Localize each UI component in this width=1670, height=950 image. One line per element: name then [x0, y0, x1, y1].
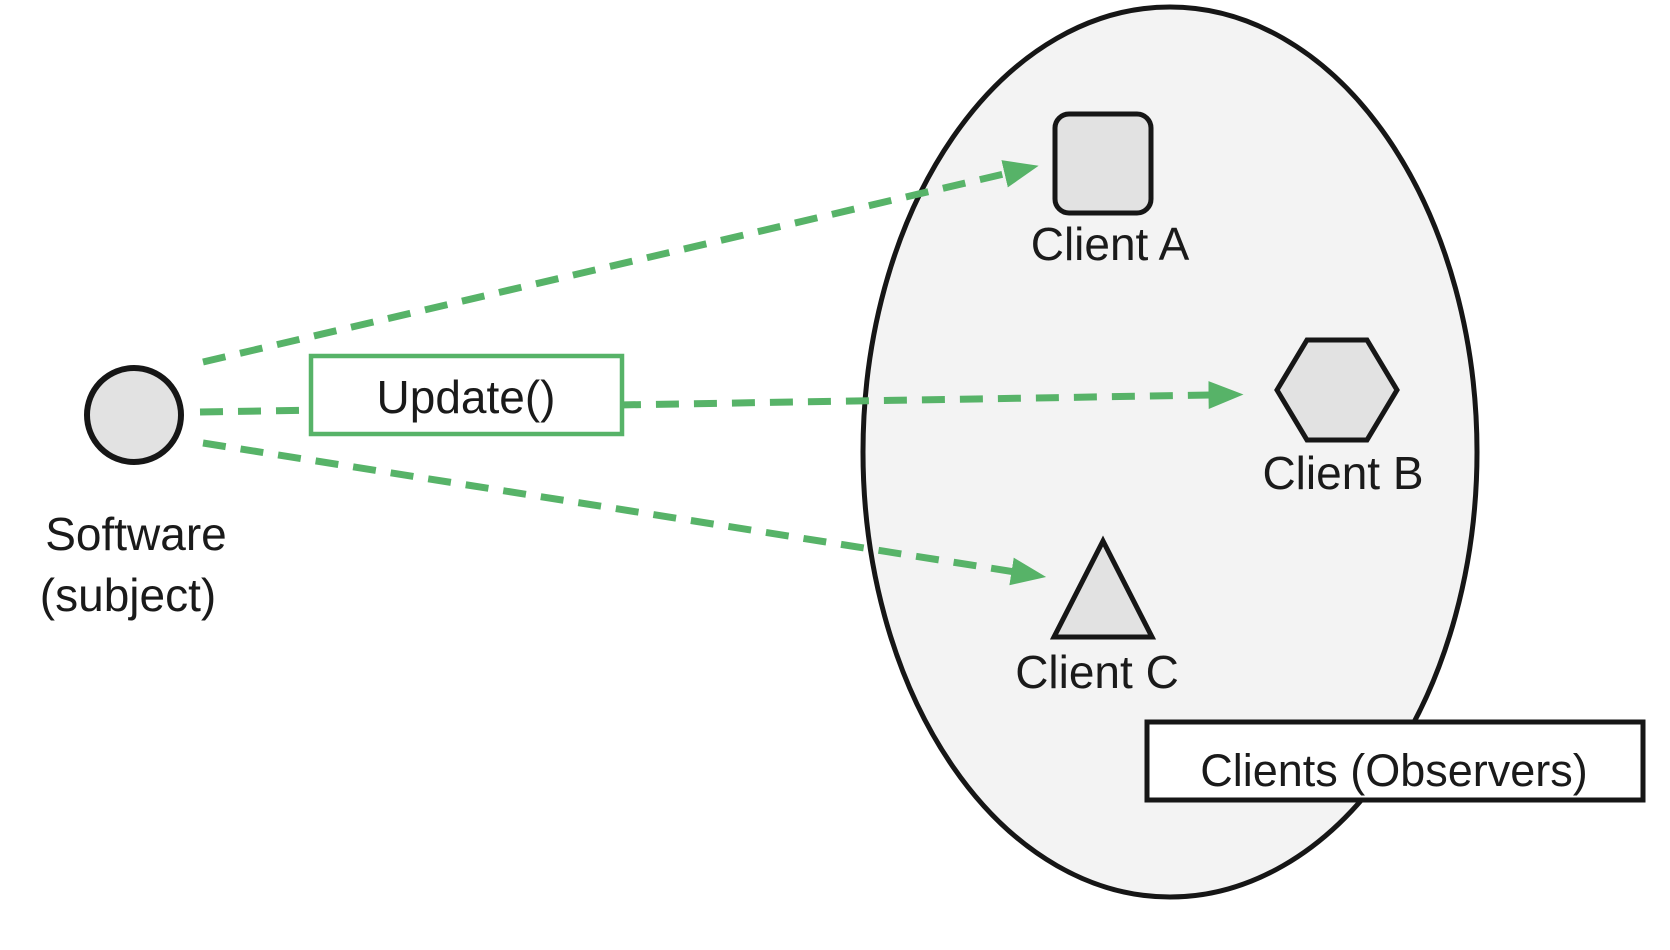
arrow-to-client-a — [202, 160, 1039, 366]
observers-group-box — [1144, 719, 1646, 803]
arrow-to-client-c — [202, 439, 1047, 586]
subject-label-line2: (subject) — [40, 569, 216, 621]
client-a-square-icon — [1052, 111, 1154, 216]
client-a-label: Client A — [1031, 218, 1190, 270]
subject-label-line1: Software — [45, 508, 227, 560]
observers-ellipse — [860, 4, 1480, 900]
subject-circle-icon — [84, 365, 184, 465]
update-label: Update() — [377, 371, 556, 423]
client-c-label: Client C — [1015, 646, 1179, 698]
client-b-hexagon-icon — [1274, 337, 1400, 443]
client-b-label: Client B — [1262, 447, 1423, 499]
update-box — [308, 353, 625, 437]
observers-group-label: Clients (Observers) — [1200, 745, 1588, 796]
client-c-triangle-icon — [1049, 535, 1157, 640]
